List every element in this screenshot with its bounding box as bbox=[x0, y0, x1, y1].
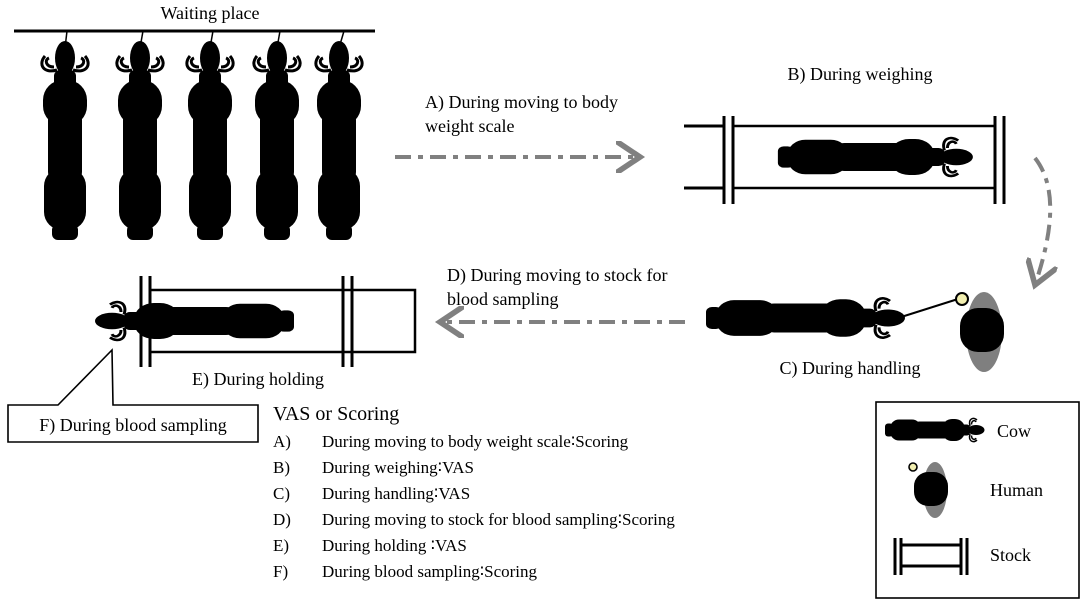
legend-cow-icon bbox=[884, 417, 986, 443]
vas-item-letter: E) bbox=[273, 536, 289, 555]
legend-stock-label: Stock bbox=[990, 545, 1031, 565]
step-e: E) During holding bbox=[95, 276, 417, 390]
arrow-b-to-c bbox=[1035, 156, 1050, 285]
step-d: D) During moving to stock for blood samp… bbox=[440, 265, 685, 322]
vas-item-letter: A) bbox=[273, 432, 291, 451]
legend-human-icon bbox=[908, 462, 948, 518]
vas-item-text: During moving to stock for blood samplin… bbox=[322, 510, 675, 529]
weighing-stock bbox=[684, 116, 1006, 204]
legend: Cow Human Stock bbox=[875, 401, 1080, 599]
step-d-label-line2: blood sampling bbox=[447, 289, 559, 309]
legend-cow: Cow bbox=[884, 417, 1031, 443]
waiting-cow-1 bbox=[42, 30, 88, 240]
waiting-cow-4 bbox=[254, 30, 300, 240]
legend-stock-icon bbox=[893, 538, 969, 575]
step-a-label-line1: A) During moving to body bbox=[425, 92, 618, 113]
waiting-place: Waiting place bbox=[14, 3, 375, 240]
handling-cow bbox=[704, 296, 907, 340]
vas-item-letter: D) bbox=[273, 510, 291, 529]
step-a-label-line2: weight scale bbox=[425, 116, 514, 136]
vas-item-text: During moving to body weight scale∶Scori… bbox=[322, 432, 629, 451]
legend-human: Human bbox=[908, 462, 1043, 518]
waiting-cow-5 bbox=[316, 30, 362, 240]
vas-item-b: B) During weighing∶VAS bbox=[273, 458, 474, 477]
vas-item-e: E) During holding ∶VAS bbox=[273, 536, 467, 555]
vas-item-a: A) During moving to body weight scale∶Sc… bbox=[273, 432, 629, 451]
vas-item-text: During holding ∶VAS bbox=[322, 536, 467, 555]
legend-human-label: Human bbox=[990, 480, 1043, 500]
waiting-place-title: Waiting place bbox=[160, 3, 259, 23]
holding-cow bbox=[95, 302, 294, 340]
step-b: B) During weighing bbox=[684, 64, 1006, 204]
step-a: A) During moving to body weight scale bbox=[395, 92, 640, 157]
vas-item-text: During handling∶VAS bbox=[322, 484, 470, 503]
vas-item-letter: F) bbox=[273, 562, 288, 581]
vas-item-c: C) During handling∶VAS bbox=[273, 484, 470, 503]
halter-rope bbox=[897, 298, 959, 319]
vas-item-letter: B) bbox=[273, 458, 290, 477]
vas-item-text: During blood sampling∶Scoring bbox=[322, 562, 538, 581]
step-d-label-line1: D) During moving to stock for bbox=[447, 265, 667, 286]
step-c-label: C) During handling bbox=[780, 358, 921, 379]
step-c: C) During handling bbox=[704, 292, 1004, 379]
waiting-cow-2 bbox=[117, 30, 163, 240]
human-figure bbox=[955, 292, 1004, 372]
step-b-label: B) During weighing bbox=[788, 64, 933, 85]
step-e-label: E) During holding bbox=[192, 369, 324, 390]
vas-title: VAS or Scoring bbox=[273, 403, 399, 425]
vas-item-d: D) During moving to stock for blood samp… bbox=[273, 510, 675, 529]
step-f-callout: F) During blood sampling bbox=[7, 348, 259, 443]
vas-scoring-list: VAS or Scoring A) During moving to body … bbox=[273, 403, 675, 581]
legend-cow-label: Cow bbox=[997, 421, 1031, 441]
weighing-cow bbox=[776, 136, 975, 178]
vas-item-f: F) During blood sampling∶Scoring bbox=[273, 562, 538, 581]
legend-stock: Stock bbox=[893, 538, 1031, 575]
vas-item-text: During weighing∶VAS bbox=[322, 458, 474, 477]
waiting-cow-3 bbox=[187, 30, 233, 240]
vas-item-letter: C) bbox=[273, 484, 290, 503]
step-f-label: F) During blood sampling bbox=[39, 415, 227, 436]
